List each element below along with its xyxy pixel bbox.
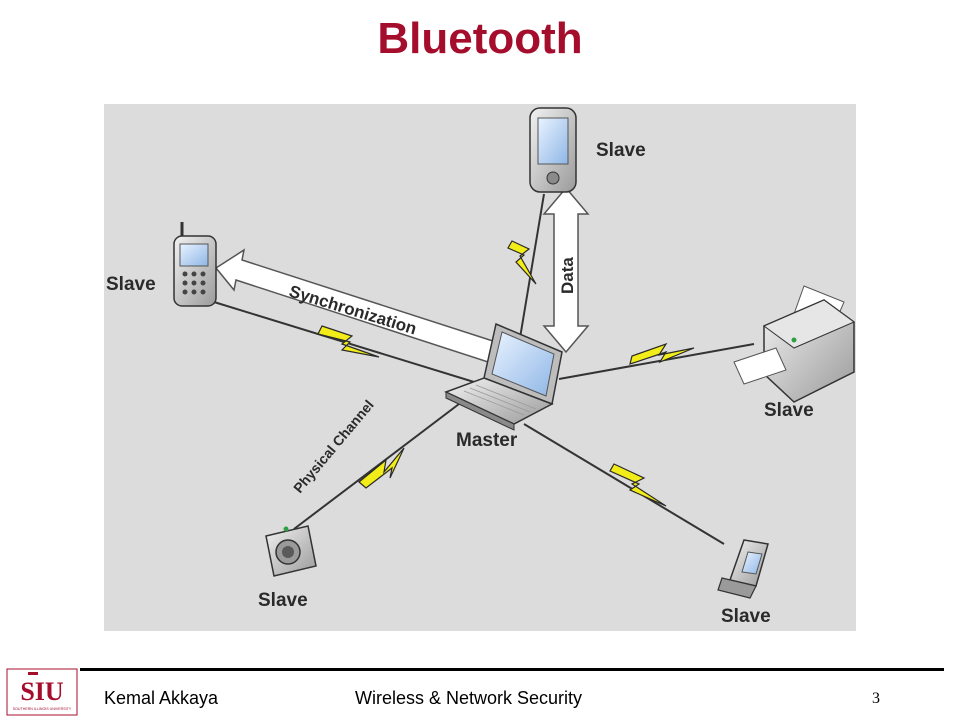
master-label: Master [456, 430, 518, 451]
flip-phone-icon [717, 539, 769, 599]
slave-label-pda: Slave [596, 140, 646, 161]
camera-icon [265, 525, 317, 577]
siu-logo: SIU SOUTHERN ILLINOIS UNIVERSITY [6, 668, 78, 716]
laptop-icon [444, 322, 563, 431]
lightning-bolt-icon [358, 447, 405, 489]
bluetooth-piconet-diagram: Synchronization Data Physical Channel Ma… [104, 104, 856, 631]
slide-title: Bluetooth [377, 14, 583, 63]
lightning-bolt-icon [507, 240, 537, 285]
lightning-bolt-icon [629, 342, 695, 365]
lightning-bolt-icon [609, 463, 667, 507]
footer-course-title: Wireless & Network Security [355, 688, 583, 708]
footer-divider [80, 668, 944, 671]
data-label: Data [558, 257, 577, 294]
printer-icon [733, 285, 855, 403]
pda-icon [529, 107, 577, 193]
logo-text: SIU [20, 677, 64, 706]
cell-phone-icon [173, 222, 217, 307]
slave-label-cell-phone: Slave [106, 274, 156, 295]
slave-label-printer: Slave [764, 400, 814, 421]
slave-label-flip-phone: Slave [721, 606, 771, 627]
lightning-bolts [317, 240, 695, 507]
page-number: 3 [872, 690, 880, 707]
lightning-bolt-icon [317, 325, 380, 358]
footer-author: Kemal Akkaya [104, 688, 219, 708]
data-arrow: Data [542, 186, 590, 354]
slave-label-camera: Slave [258, 590, 308, 611]
physical-links [213, 193, 755, 545]
logo-subtext: SOUTHERN ILLINOIS UNIVERSITY [13, 707, 72, 711]
